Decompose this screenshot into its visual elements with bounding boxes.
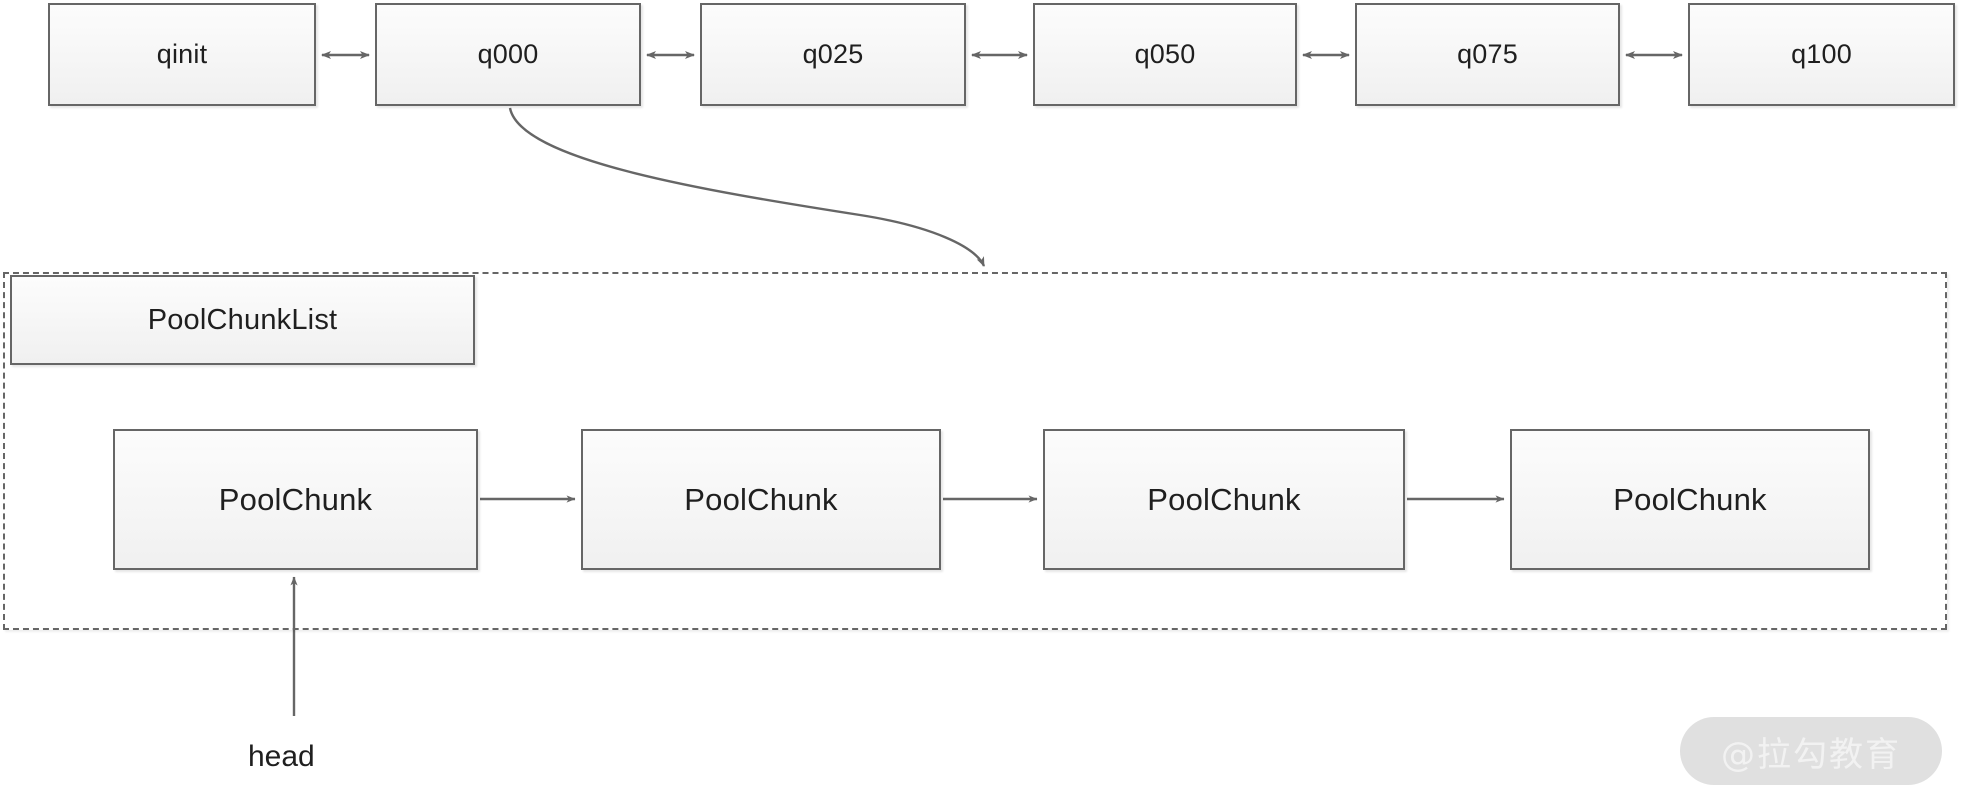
q000-to-poolchunklist-connector (508, 107, 986, 267)
poolchunk-node-2[interactable]: PoolChunk (581, 429, 941, 570)
queue-node-label: q000 (477, 39, 539, 69)
queue-node-q050[interactable]: q050 (1033, 3, 1297, 106)
queue-node-q025[interactable]: q025 (700, 3, 966, 106)
queue-node-label: q100 (1791, 39, 1852, 69)
queue-node-q000[interactable]: q000 (375, 3, 641, 106)
watermark-text: @拉勾教育 (1721, 734, 1901, 775)
poolchunk-node-label: PoolChunk (684, 482, 838, 517)
queue-node-label: q025 (802, 39, 864, 69)
queue-node-qinit[interactable]: qinit (48, 3, 316, 106)
poolchunklist-title-box[interactable]: PoolChunkList (10, 275, 475, 365)
queue-node-q075[interactable]: q075 (1355, 3, 1620, 106)
poolchunklist-title-label: PoolChunkList (147, 303, 338, 336)
queue-node-label: q075 (1457, 39, 1518, 69)
poolchunk-node-label: PoolChunk (1147, 482, 1301, 517)
head-pointer-label: head (248, 740, 315, 773)
poolchunk-node-label: PoolChunk (218, 482, 373, 517)
poolchunk-node-3[interactable]: PoolChunk (1043, 429, 1405, 570)
watermark: @拉勾教育 (1680, 717, 1942, 785)
poolchunk-node-1[interactable]: PoolChunk (113, 429, 478, 570)
poolchunklist-group (3, 272, 1947, 630)
poolchunk-node-4[interactable]: PoolChunk (1510, 429, 1870, 570)
queue-node-label: q050 (1134, 39, 1196, 69)
poolchunk-node-label: PoolChunk (1613, 482, 1767, 517)
queue-node-label: qinit (156, 39, 208, 69)
queue-node-q100[interactable]: q100 (1688, 3, 1955, 106)
